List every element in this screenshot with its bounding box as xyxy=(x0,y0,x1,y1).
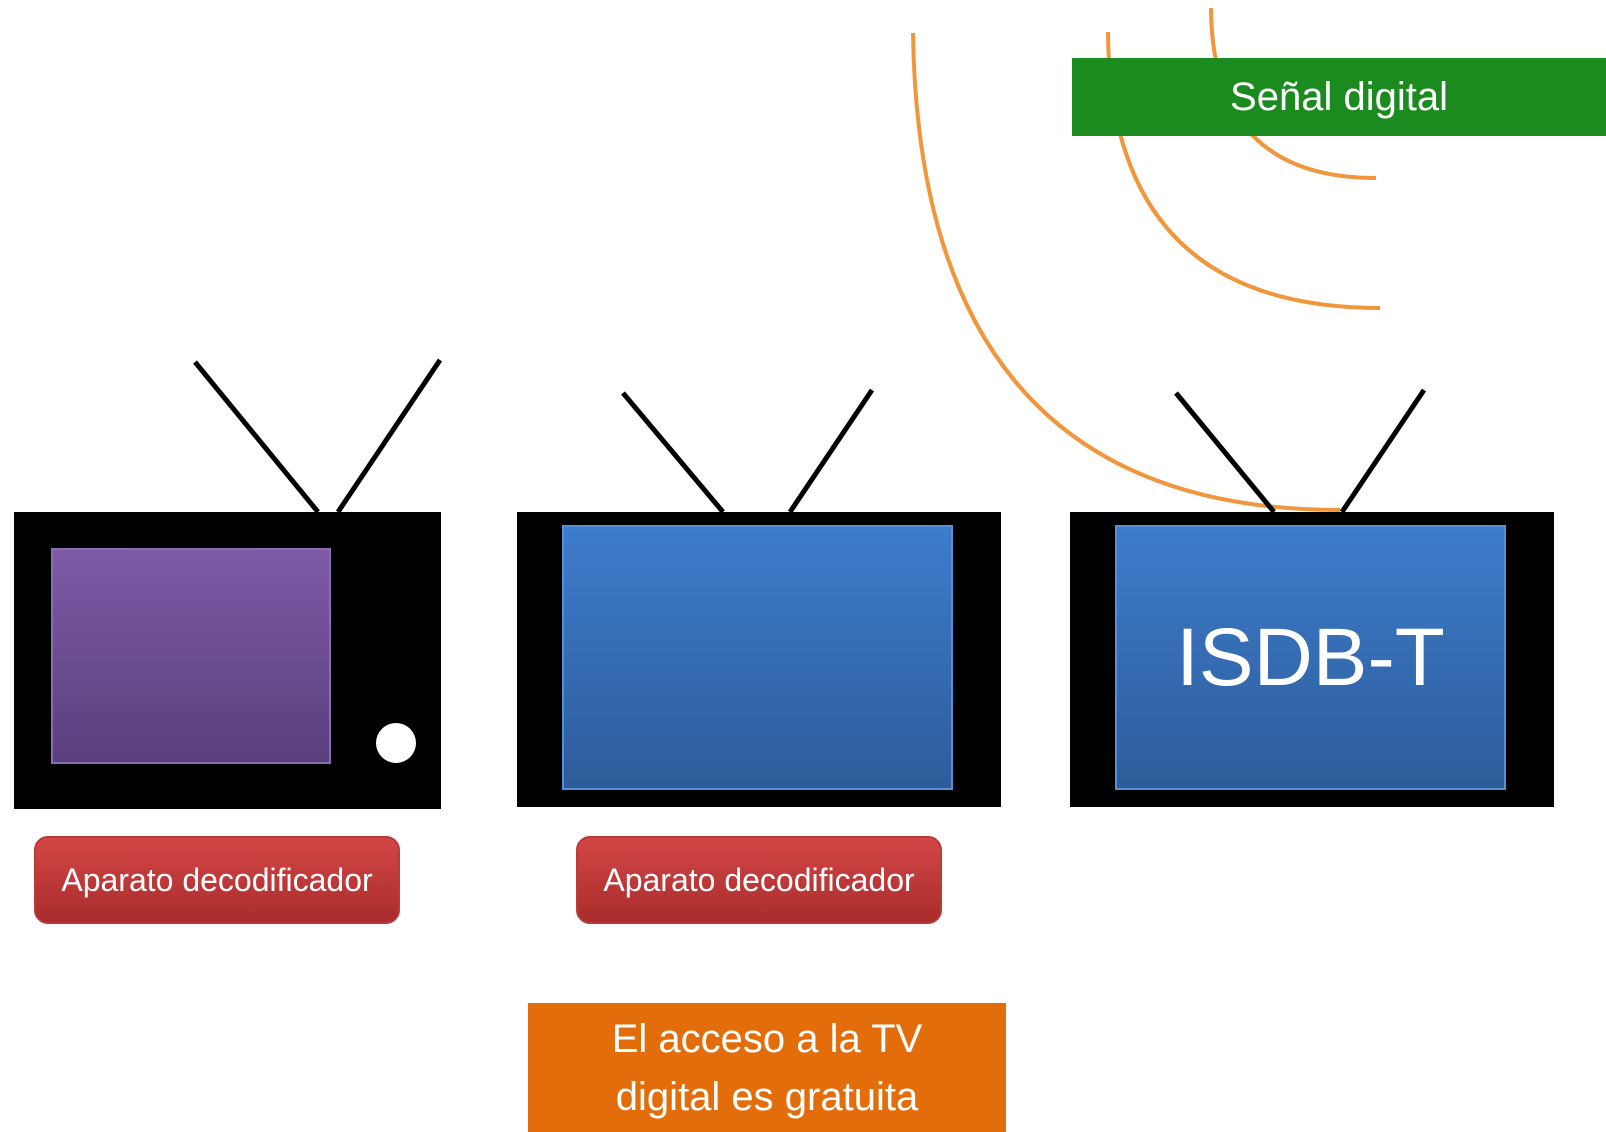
antenna-tv-flat xyxy=(621,388,875,514)
antenna-tv-analog xyxy=(193,358,443,514)
decoder-button-analog[interactable]: Aparato decodificador xyxy=(34,836,400,924)
note-line-2: digital es gratuita xyxy=(615,1074,919,1119)
note-line-1: El acceso a la TV xyxy=(611,1016,923,1061)
signal-arc-large xyxy=(911,32,1341,512)
tv-digital: ISDB-T xyxy=(1070,512,1554,807)
antenna-tv-digital xyxy=(1174,388,1427,514)
isdb-t-label: ISDB-T xyxy=(1176,611,1445,703)
tv-knob xyxy=(376,723,416,763)
decoder-button-flat[interactable]: Aparato decodificador xyxy=(576,836,942,924)
tv-analog-screen xyxy=(51,548,331,764)
signal-label: Señal digital xyxy=(1072,58,1606,136)
tv-digital-screen: ISDB-T xyxy=(1115,525,1506,790)
free-access-note: El acceso a la TV digital es gratuita xyxy=(528,1003,1006,1132)
tv-flat xyxy=(517,512,1001,807)
tv-analog xyxy=(14,512,441,809)
tv-flat-screen xyxy=(562,525,953,790)
